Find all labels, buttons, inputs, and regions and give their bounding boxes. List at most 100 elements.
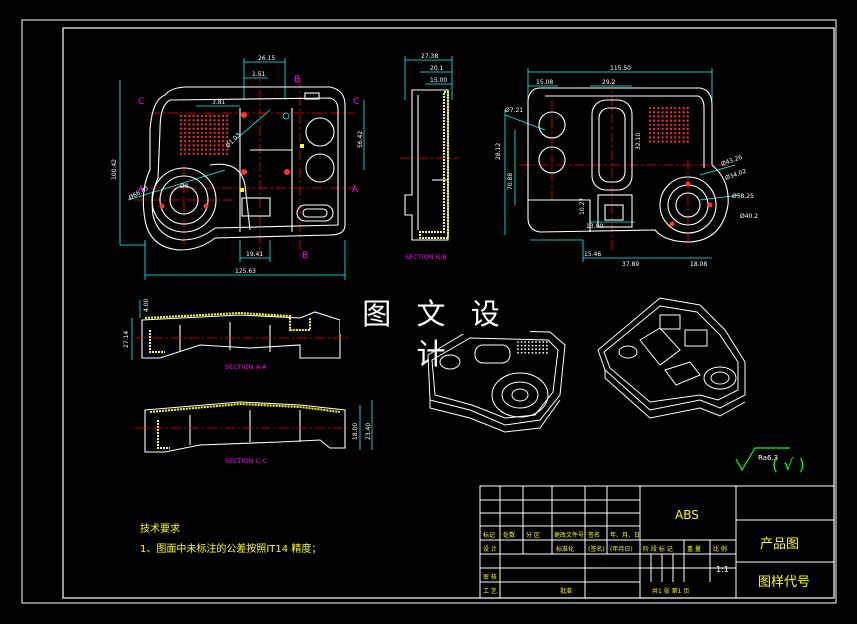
speaker-hole xyxy=(657,136,660,139)
speaker-hole xyxy=(669,123,673,126)
speaker-hole xyxy=(657,106,660,110)
speaker-hole xyxy=(538,344,541,347)
speaker-hole xyxy=(674,132,677,135)
speaker-hole xyxy=(678,132,681,135)
speaker-hole xyxy=(217,119,220,122)
speaker-hole xyxy=(179,119,183,122)
watermark-title: 图 文 设 计 xyxy=(340,294,530,371)
speaker-hole xyxy=(648,123,652,126)
speaker-hole xyxy=(657,123,660,126)
section-a-label: SECTION A-A xyxy=(225,363,267,371)
tb-material: ABS xyxy=(675,508,699,522)
speaker-hole xyxy=(657,140,660,143)
speaker-hole xyxy=(221,119,225,122)
tb-row2-5: (年月日) xyxy=(610,545,633,553)
speaker-hole xyxy=(517,351,519,354)
speaker-hole xyxy=(179,140,183,143)
side-dim-1: 27.38 xyxy=(421,53,438,60)
speaker-hole xyxy=(535,344,537,347)
speaker-hole xyxy=(665,111,668,114)
dim-bottom-2: 125.63 xyxy=(235,268,256,275)
speaker-hole xyxy=(535,348,537,351)
cut-label-c-left: C xyxy=(138,97,144,107)
speaker-hole xyxy=(527,348,530,351)
speaker-hole xyxy=(678,123,681,126)
speaker-hole xyxy=(661,140,664,143)
tb-row4-0: 审 核 xyxy=(483,573,497,581)
speaker-hole xyxy=(669,119,673,122)
speaker-hole xyxy=(653,115,656,118)
speaker-hole xyxy=(213,140,216,143)
speaker-hole xyxy=(200,131,204,134)
speaker-hole xyxy=(669,132,673,135)
speaker-hole xyxy=(179,148,183,151)
speaker-hole xyxy=(179,131,183,134)
speaker-hole xyxy=(209,135,212,139)
speaker-hole xyxy=(205,140,208,143)
tech-notes-line1: 1、图面中未标注的公差按照IT14 精度； xyxy=(140,542,321,555)
speaker-hole xyxy=(213,144,216,147)
speaker-hole xyxy=(226,152,229,155)
speaker-hole xyxy=(657,119,660,122)
speaker-hole xyxy=(205,144,208,147)
speaker-hole xyxy=(188,148,191,151)
speaker-hole xyxy=(678,140,681,143)
speaker-hole xyxy=(205,152,208,155)
tb-row2-0: 设 计 xyxy=(483,545,497,553)
speaker-hole xyxy=(653,127,656,131)
speaker-hole xyxy=(517,341,519,343)
speaker-hole xyxy=(674,123,677,126)
speaker-hole xyxy=(669,111,673,114)
speaker-hole xyxy=(200,135,204,139)
tb-drawing-code: 图样代号 xyxy=(758,575,810,590)
speaker-hole xyxy=(184,119,187,122)
speaker-hole xyxy=(674,111,677,114)
dim-left-v: 100.42 xyxy=(111,159,118,180)
speaker-hole xyxy=(217,144,220,147)
speaker-hole xyxy=(196,131,199,134)
speaker-hole xyxy=(686,119,689,122)
speaker-hole xyxy=(200,119,204,122)
speaker-hole xyxy=(682,119,685,122)
speaker-hole xyxy=(653,119,656,122)
speaker-hole xyxy=(665,119,668,122)
cut-label-a-left: A xyxy=(138,185,145,195)
speaker-grid xyxy=(179,114,229,155)
tb-header-2: 分 区 xyxy=(526,531,540,539)
back-dim-v4: 32.10 xyxy=(635,133,642,150)
speaker-hole xyxy=(686,140,689,143)
speaker-hole xyxy=(661,119,664,122)
speaker-hole xyxy=(209,127,212,130)
speaker-hole xyxy=(221,127,225,130)
speaker-hole xyxy=(678,136,681,139)
title-block xyxy=(479,485,835,599)
speaker-hole xyxy=(686,132,689,135)
speaker-hole xyxy=(209,144,212,147)
back-dim-b2: 37.89 xyxy=(622,261,639,268)
speaker-hole xyxy=(213,114,216,118)
speaker-hole xyxy=(209,123,212,126)
speaker-hole xyxy=(196,148,199,151)
speaker-hole xyxy=(542,344,545,347)
speaker-hole xyxy=(184,144,187,147)
section-b-view: 27.38 20.1 15.00 SECTION B-B xyxy=(400,53,460,261)
speaker-hole xyxy=(665,123,668,126)
speaker-hole xyxy=(674,119,677,122)
speaker-hole xyxy=(196,119,199,122)
back-dim-v3: 10.27 xyxy=(579,198,586,215)
speaker-hole xyxy=(221,114,225,118)
speaker-hole xyxy=(531,341,534,343)
speaker-hole xyxy=(531,348,534,351)
speaker-hole xyxy=(524,348,527,351)
speaker-hole xyxy=(213,148,216,151)
dim-top-1: 26.15 xyxy=(258,55,275,62)
section-b-label: SECTION B-B xyxy=(405,253,447,261)
speaker-hole xyxy=(179,123,183,126)
side-dim-3: 15.00 xyxy=(430,77,447,84)
speaker-hole xyxy=(184,127,187,130)
speaker-hole xyxy=(524,344,527,347)
speaker-hole xyxy=(669,115,673,118)
back-dim-v1: 28.12 xyxy=(495,143,502,160)
speaker-hole xyxy=(179,152,183,155)
